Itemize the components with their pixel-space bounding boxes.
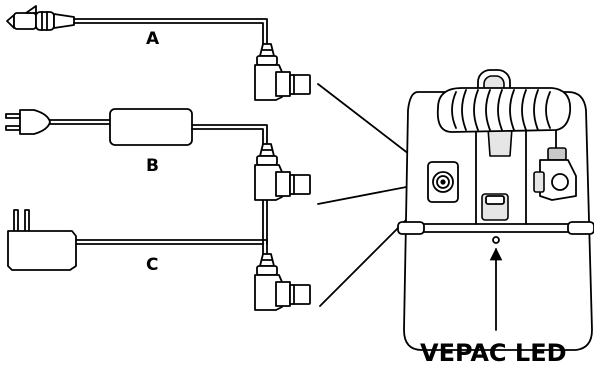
coiled-cable bbox=[436, 87, 572, 133]
arrow-a-to-port bbox=[317, 83, 423, 165]
cable-a-wire bbox=[73, 18, 268, 45]
arrow-b-to-port bbox=[317, 179, 424, 205]
cable-c bbox=[7, 209, 268, 271]
cable-c-elbow-plug bbox=[254, 253, 311, 311]
ac-wall-plug-icon bbox=[5, 109, 51, 135]
cable-a-elbow-plug bbox=[254, 43, 311, 101]
cable-a bbox=[6, 5, 311, 101]
led-indicator bbox=[492, 236, 500, 244]
car-lighter-plug-icon bbox=[6, 5, 75, 31]
cable-a-label: A bbox=[146, 29, 160, 49]
cable-b-wire bbox=[191, 124, 268, 245]
vepac-led-label: VEPAC LED bbox=[420, 339, 567, 366]
cable-c-wire bbox=[75, 239, 268, 255]
power-adapter-brick bbox=[109, 108, 193, 146]
vepac-device bbox=[397, 69, 594, 351]
power-port bbox=[427, 161, 459, 203]
cable-c-label: C bbox=[146, 255, 158, 275]
cable-b-label: B bbox=[146, 156, 159, 176]
cable-b bbox=[5, 108, 268, 245]
wall-adapter-icon bbox=[7, 209, 77, 271]
cable-b-elbow-plug bbox=[254, 143, 311, 201]
